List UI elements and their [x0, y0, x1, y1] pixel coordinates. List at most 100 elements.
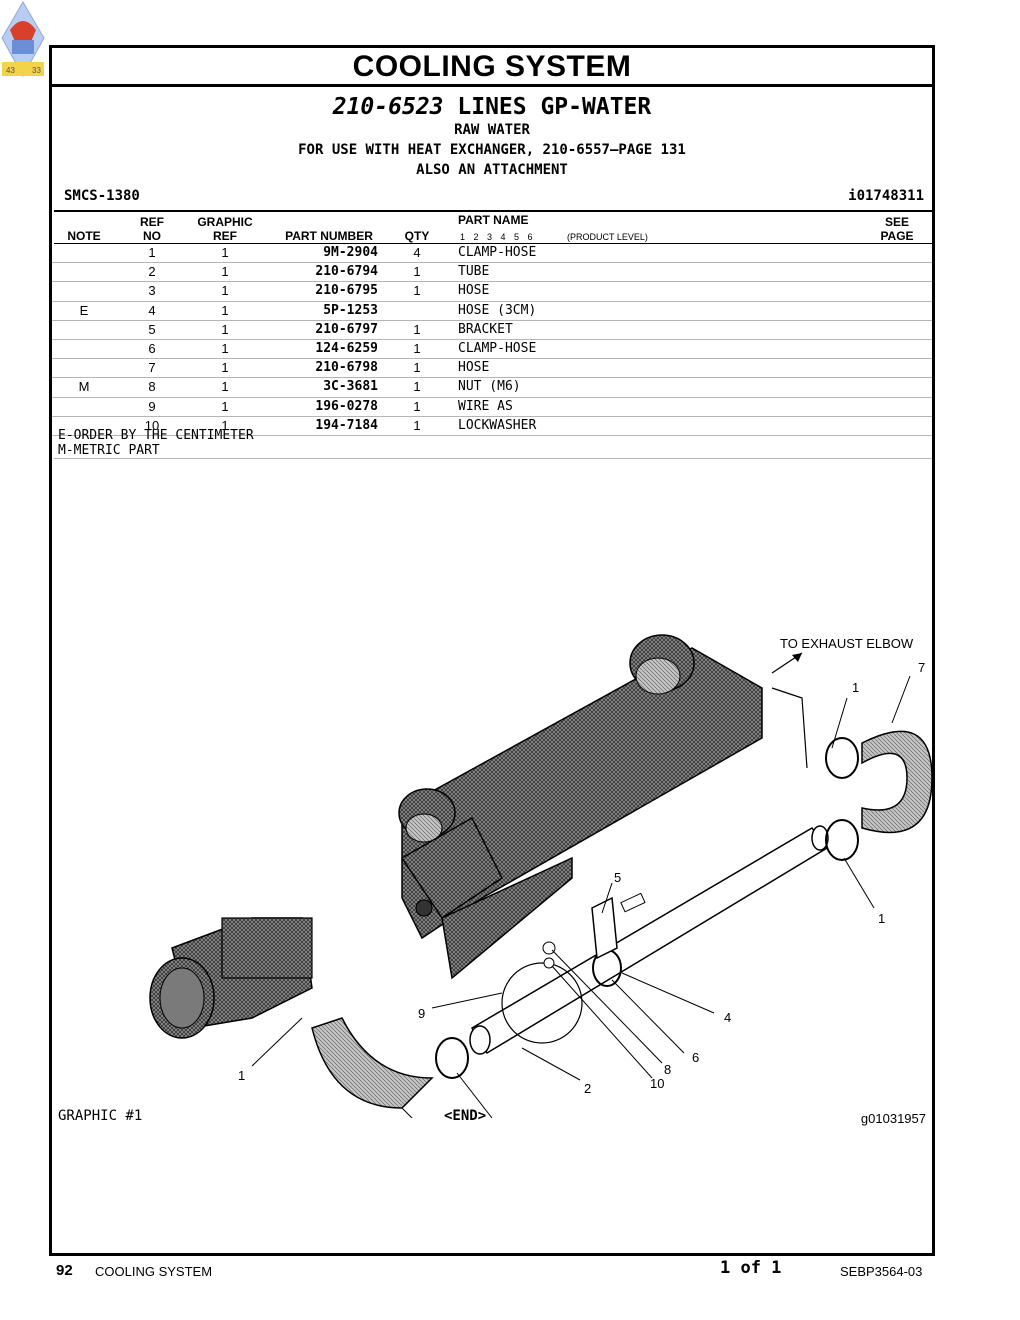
group-subtitle-3: ALSO AN ATTACHMENT	[416, 162, 568, 178]
cell-qty: 1	[413, 340, 421, 356]
header-note: NOTE	[67, 229, 101, 243]
parts-table-body: 1 1 9M-2904 4 CLAMP-HOSE 2 1 210-6794 1 …	[52, 244, 932, 436]
header-qty: QTY	[404, 229, 430, 243]
cell-part-name: HOSE (3CM)	[458, 302, 537, 318]
cell-graphic: 1	[221, 340, 229, 356]
cell-graphic: 1	[221, 321, 229, 337]
lockwasher-10-drawing	[543, 957, 555, 969]
cell-ref: 1	[148, 245, 156, 260]
group-title: 210-6523 LINES GP-WATER	[52, 94, 932, 120]
smcs-code: SMCS-1380	[64, 188, 140, 204]
cell-note: M	[78, 379, 90, 395]
cell-part-name: HOSE	[458, 283, 490, 299]
end-label: <END>	[444, 1108, 487, 1124]
callout-label: 9	[418, 1006, 425, 1021]
header-see-line1: SEE	[884, 215, 909, 229]
cell-graphic: 1	[221, 417, 229, 433]
notes-rule	[54, 458, 932, 459]
cell-ref: 8	[148, 379, 156, 395]
cell-ref: 10	[144, 417, 160, 433]
clamp-drawing	[825, 737, 859, 779]
callout-label: 6	[692, 1050, 699, 1065]
cell-part-name: WIRE AS	[458, 398, 513, 414]
cell-graphic: 1	[221, 264, 229, 280]
cell-ref: 4	[148, 302, 156, 318]
exhaust-elbow-label: TO EXHAUST ELBOW	[780, 636, 914, 651]
cell-graphic: 1	[221, 379, 229, 395]
header-product-levels: 1 2 3 4 5 6	[460, 232, 533, 242]
document-identifier: i01748311	[848, 188, 924, 204]
page-title: COOLING SYSTEM	[52, 48, 932, 87]
cell-part-number: 194-7184	[315, 417, 378, 433]
parts-illustration: TO EXHAUST ELBOW 1 7 1 1 5 4 6 8 10 2 9 …	[149, 634, 932, 1118]
cell-part-number: 210-6795	[315, 283, 378, 299]
bracket-5-drawing	[591, 896, 618, 960]
publisher-logo: 43 33	[1, 1, 45, 78]
footer-section: COOLING SYSTEM	[95, 1264, 213, 1279]
cell-part-number: 210-6797	[315, 321, 378, 337]
footer-page-count: 1 of 1	[720, 1258, 782, 1278]
cell-qty: 4	[413, 245, 421, 260]
graphic-label: GRAPHIC #1	[58, 1108, 143, 1124]
cell-part-number: 9M-2904	[323, 245, 378, 260]
cell-qty: 1	[413, 417, 421, 433]
cell-graphic: 1	[221, 398, 229, 414]
pump-drawing	[149, 917, 313, 1039]
graphic-code: g01031957	[860, 1111, 926, 1126]
clamp-drawing	[435, 1037, 469, 1079]
cell-ref: 9	[148, 398, 156, 414]
table-row: 5 1 210-6797 1 BRACKET	[52, 321, 932, 340]
header-graphic: GRAPHIC REF	[190, 215, 260, 243]
nut-8-drawing	[542, 941, 556, 955]
table-row: 3 1 210-6795 1 HOSE	[52, 282, 932, 302]
table-row: 9 1 196-0278 1 WIRE AS	[52, 398, 932, 417]
cell-graphic: 1	[221, 360, 229, 376]
logo-number-left: 43	[6, 66, 15, 75]
cell-part-number: 210-6794	[315, 264, 378, 280]
group-name: LINES GP-WATER	[457, 94, 652, 120]
cell-ref: 7	[148, 360, 156, 376]
header-product-level-label: (PRODUCT LEVEL)	[567, 232, 648, 242]
wire-9-drawing	[501, 962, 583, 1044]
callout-label: 8	[664, 1062, 671, 1077]
callout-label: 1	[878, 911, 885, 926]
cell-part-name: LOCKWASHER	[458, 417, 537, 433]
cell-qty: 1	[413, 283, 421, 299]
group-subtitle-1: RAW WATER	[454, 122, 530, 138]
clamp-drawing	[825, 819, 859, 861]
callout-label: 7	[918, 660, 925, 675]
callout-label: 10	[650, 1076, 664, 1091]
table-notes: E-ORDER BY THE CENTIMETER M-METRIC PART	[58, 428, 254, 458]
cell-part-number: 210-6798	[315, 360, 378, 376]
cell-qty: 1	[413, 264, 421, 280]
table-row: 7 1 210-6798 1 HOSE	[52, 359, 932, 379]
page-frame: COOLING SYSTEM 210-6523 LINES GP-WATER R…	[49, 45, 935, 1256]
table-header-rule	[54, 243, 932, 244]
footer-page-number: 92	[56, 1262, 73, 1279]
heat-exchanger-drawing	[398, 634, 763, 980]
table-top-rule	[54, 210, 932, 212]
cell-qty: 1	[413, 379, 421, 395]
header-see-page: SEE PAGE	[872, 215, 922, 243]
table-row: 10 1 194-7184 1 LOCKWASHER	[52, 417, 932, 436]
hose-7-drawing	[861, 730, 932, 834]
cell-graphic: 1	[221, 245, 229, 260]
header-ref: REF NO	[134, 215, 170, 243]
cell-graphic: 1	[221, 302, 229, 318]
header-part-number: PART NUMBER	[285, 229, 373, 243]
table-row: 2 1 210-6794 1 TUBE	[52, 263, 932, 283]
callout-label: 1	[238, 1068, 245, 1083]
table-row: E 4 1 5P-1253 HOSE (3CM)	[52, 302, 932, 321]
cell-qty: 1	[413, 321, 421, 337]
header-see-line2: PAGE	[880, 229, 914, 243]
note-e: E-ORDER BY THE CENTIMETER	[58, 428, 254, 443]
header-part-name: PART NAME	[458, 213, 529, 227]
cell-part-name: NUT (M6)	[458, 379, 521, 395]
leader-lines	[251, 675, 911, 1118]
logo-number-right: 33	[32, 66, 41, 75]
cell-qty: 1	[413, 360, 421, 376]
callout-label: 5	[614, 870, 621, 885]
callout-label: 2	[584, 1081, 591, 1096]
header-ref-line1: REF	[140, 215, 164, 229]
cell-qty: 1	[413, 398, 421, 414]
